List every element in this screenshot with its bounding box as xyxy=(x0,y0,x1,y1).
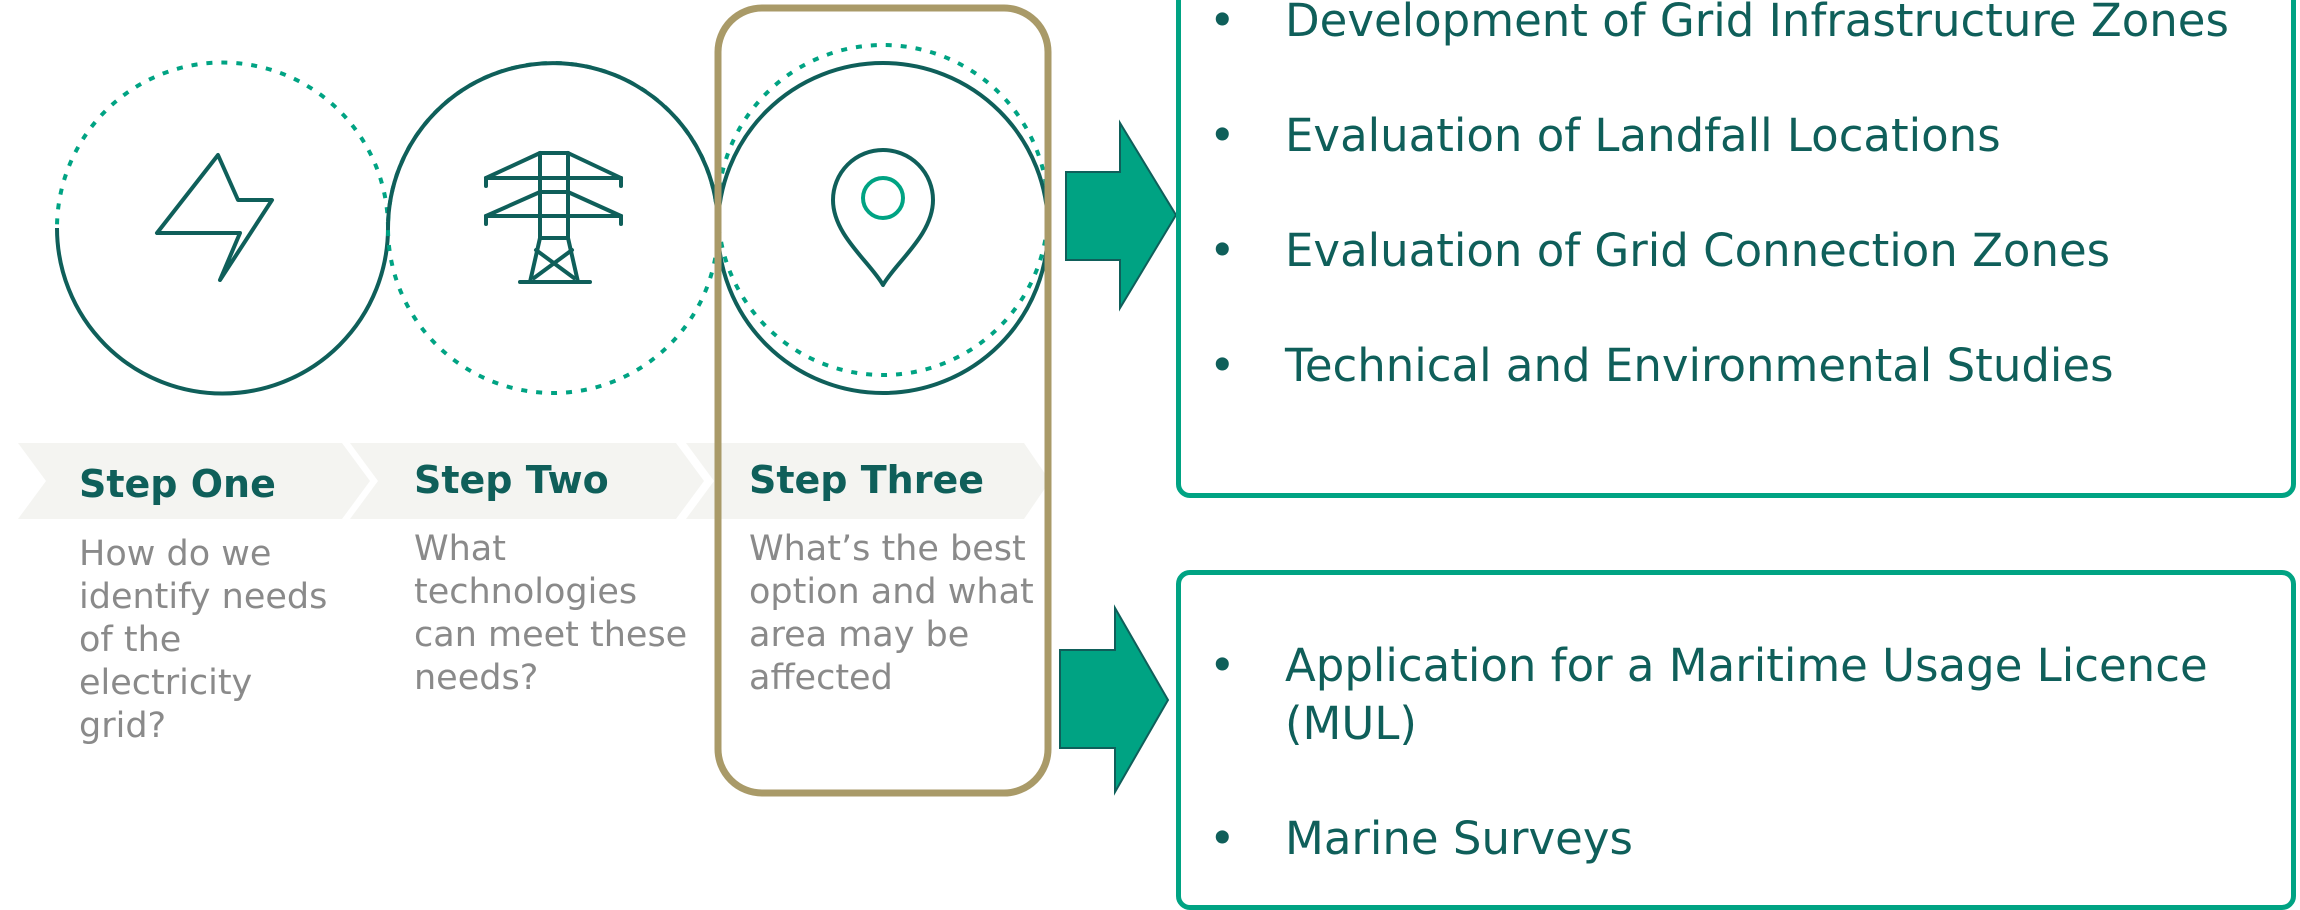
step-one-description: How do we identify needs of the electric… xyxy=(79,534,328,746)
list-item: Evaluation of Grid Connection Zones xyxy=(1181,222,2281,280)
list-item: Development of Grid Infrastructure Zones xyxy=(1181,0,2281,50)
panel-top: Development of Grid Infrastructure Zones… xyxy=(1176,0,2296,498)
transmission-tower-icon xyxy=(484,151,623,284)
list-item: Marine Surveys xyxy=(1181,810,2241,868)
panel-bottom: Application for a Maritime Usage Licence… xyxy=(1176,570,2296,910)
step-two-circle-solid xyxy=(386,61,720,229)
step-one-circle-solid xyxy=(55,227,390,396)
step-one-banner xyxy=(18,443,370,519)
list-item: Application for a Maritime Usage Licence… xyxy=(1181,637,2241,753)
step-three-description: What’s the best option and what area may… xyxy=(749,529,1034,698)
list-item: Technical and Environmental Studies xyxy=(1181,337,2281,395)
step-three-highlight-frame xyxy=(714,4,1052,797)
step-three-circle-dashed xyxy=(716,43,1050,377)
step-three-banner xyxy=(686,443,1050,519)
step-one-circle-dashed xyxy=(55,60,390,229)
list-item: Evaluation of Landfall Locations xyxy=(1181,107,2281,165)
arrow-to-panel-bottom xyxy=(1059,604,1170,796)
panel-bottom-list: Application for a Maritime Usage Licence… xyxy=(1181,637,2241,868)
step-two-title: Step Two xyxy=(414,458,609,502)
location-pin-icon xyxy=(831,148,935,287)
step-two-banner xyxy=(350,443,704,519)
step-one-title: Step One xyxy=(79,462,276,506)
arrow-to-panel-top xyxy=(1065,119,1178,312)
lightning-bolt-icon xyxy=(155,153,274,282)
step-two-description: What technologies can meet these needs? xyxy=(414,529,688,698)
step-three-circle-solid xyxy=(716,61,1050,395)
step-three-title: Step Three xyxy=(749,458,984,502)
panel-top-list: Development of Grid Infrastructure Zones… xyxy=(1181,0,2281,395)
